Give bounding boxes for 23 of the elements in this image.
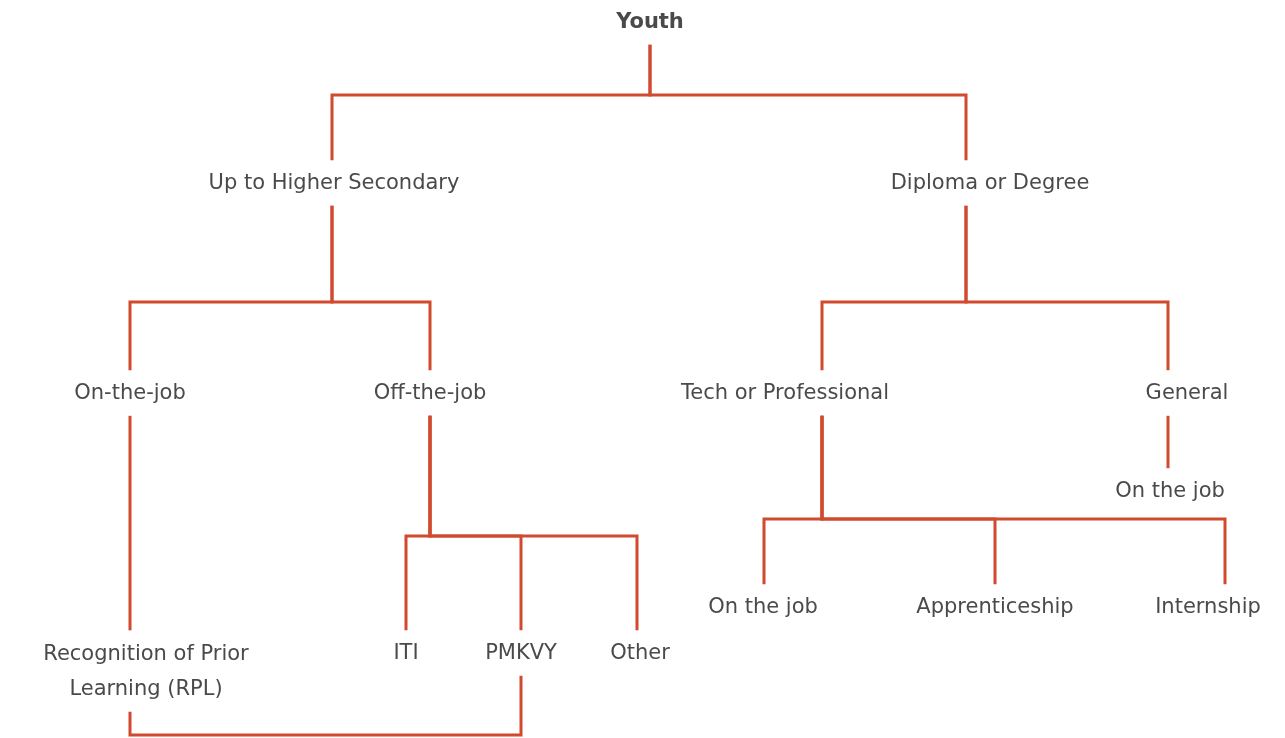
node-label: On-the-job: [74, 379, 186, 407]
node-label: Diploma or Degree: [890, 169, 1090, 197]
node-label: Other: [610, 639, 670, 667]
connector-line: [330, 205, 432, 371]
node-label: Apprenticeship: [916, 593, 1074, 621]
connector-line: [128, 675, 523, 737]
connector-line: [428, 415, 639, 631]
node-label: PMKVY: [485, 639, 557, 667]
connector-line: [964, 205, 1170, 371]
node-label: On the job: [708, 593, 818, 621]
node-label: Youth: [616, 8, 684, 36]
connector-line: [820, 415, 1227, 585]
connector-line: [128, 415, 132, 631]
connector-line: [1166, 415, 1170, 469]
node-label: Up to Higher Secondary: [208, 169, 460, 197]
node-label: Tech or Professional: [680, 379, 890, 407]
node-label: Off-the-job: [373, 379, 487, 407]
node-label: ITI: [393, 639, 419, 667]
node-label: On the job: [1115, 477, 1225, 505]
node-label: Recognition of Prior Learning (RPL): [42, 640, 250, 702]
node-label: Internship: [1155, 593, 1261, 621]
connector-line: [648, 44, 968, 161]
node-label: General: [1145, 379, 1229, 407]
